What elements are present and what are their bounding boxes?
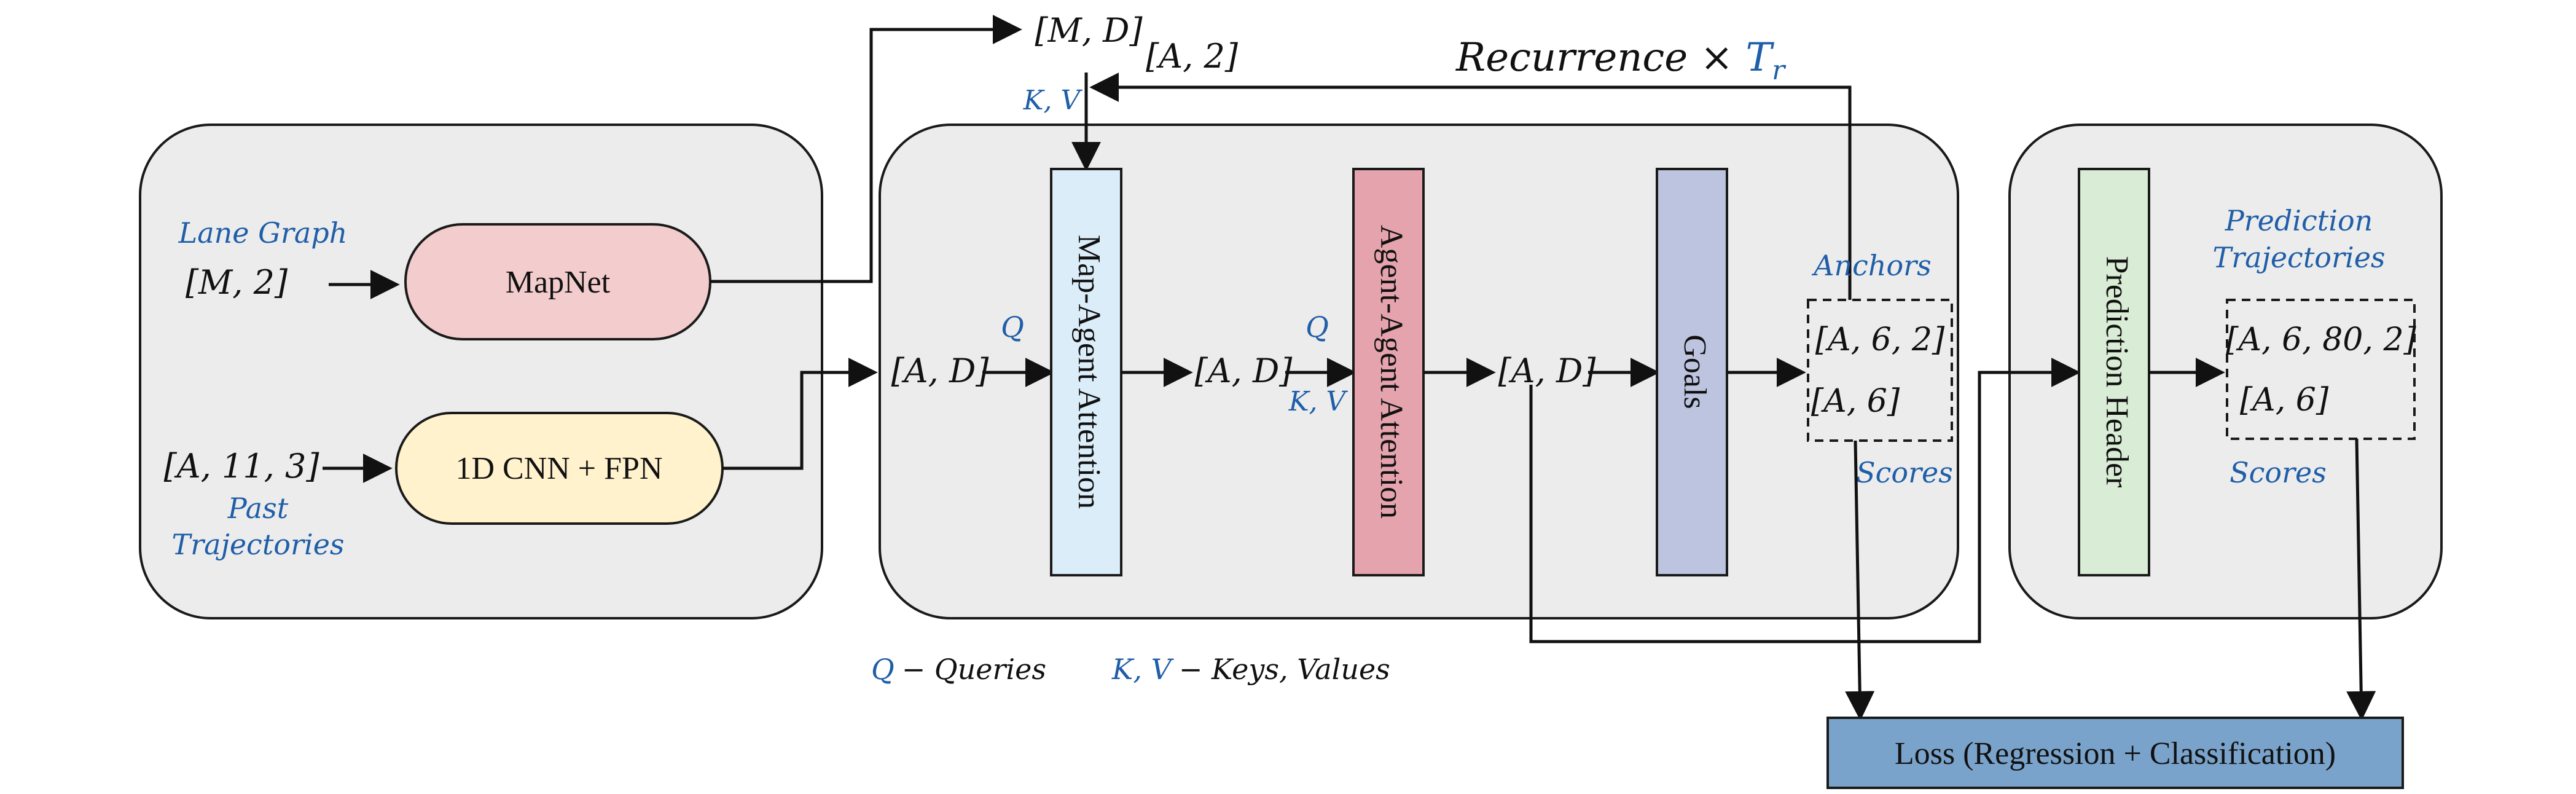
kv2-label: K, V [1288, 386, 1349, 417]
cnn-to-ad-arrow [722, 358, 878, 470]
past-label-line2: Trajectories [171, 528, 344, 561]
pred-to-loss-arrow [2346, 438, 2376, 721]
a2-shape: [A, 2] [1146, 37, 1239, 76]
map-agent-attention-label: Map-Agent Attention [1071, 235, 1106, 509]
anchors-to-loss-arrow [1845, 440, 1875, 721]
agent-agent-attention-label: Agent-Agent Attention [1374, 225, 1409, 519]
pred-traj-label-line1: Prediction [2225, 204, 2373, 237]
ad2-shape: [A, D] [1195, 352, 1293, 390]
scores-label: Scores [1856, 456, 1953, 489]
prediction-header-block [2078, 168, 2150, 576]
loss-block [1826, 717, 2404, 789]
kv-top-label: K, V [1023, 85, 1083, 116]
goals-label: Goals [1677, 334, 1712, 409]
q1-label: Q [1001, 310, 1024, 344]
recurrence-loop-arrow [1089, 73, 1852, 300]
q2-label: Q [1306, 310, 1329, 344]
pred-scores-label: Scores [2230, 456, 2327, 489]
legend-keys-values: K, V− Keys, Values [1111, 653, 1390, 686]
pred-shape: [A, 6, 80, 2] [2226, 321, 2416, 358]
prediction-header-label: Prediction Header [2099, 256, 2134, 488]
prediction-output-box [2226, 299, 2416, 440]
pred-traj-label-line2: Trajectories [2212, 241, 2385, 274]
anchors-label: Anchors [1811, 249, 1932, 282]
legend-queries: Q− Queries [871, 653, 1046, 686]
md-shape: [M, D] [1035, 11, 1143, 50]
pred-scores-shape: [A, 6] [2240, 382, 2329, 419]
loss-label: Loss (Regression + Classification) [1895, 736, 2336, 771]
scores-shape: [A, 6] [1811, 383, 1900, 420]
anchors-scores-box [1807, 299, 1953, 442]
lane-graph-shape: [M, 2] [186, 263, 288, 302]
mapnet-to-md-arrow [710, 15, 1022, 283]
anchors-shape: [A, 6, 2] [1815, 321, 1945, 358]
past-trajectories-shape: [A, 11, 3] [164, 447, 320, 485]
cnn-fpn-label: 1D CNN + FPN [455, 451, 662, 486]
past-label-line1: Past [227, 492, 289, 525]
ad3-shape: [A, D] [1498, 352, 1597, 390]
lane-graph-label: Lane Graph [178, 216, 348, 250]
mapnet-label: MapNet [506, 265, 611, 300]
ad3-to-prediction-header-arrow [1529, 358, 2081, 643]
recurrence-label: Recurrence × Tr [1455, 35, 1787, 86]
agent-agent-attention-block [1352, 168, 1425, 576]
map-agent-attention-block [1050, 168, 1122, 576]
goals-block [1656, 168, 1728, 576]
ad1-shape: [A, D] [891, 352, 990, 390]
